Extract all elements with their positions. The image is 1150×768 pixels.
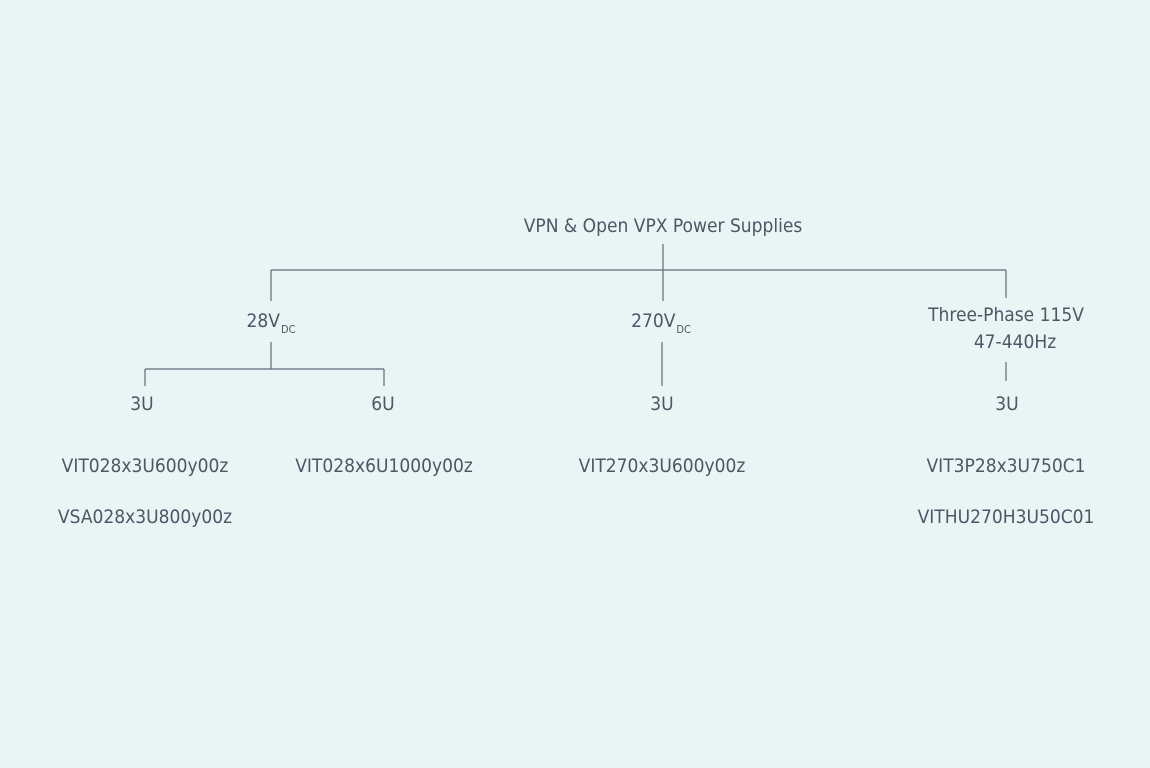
product-part-number: VIT028x6U1000y00z xyxy=(295,455,473,477)
form-270v-3u-label: 3U xyxy=(650,393,674,415)
product-part-number: VIT270x3U600y00z xyxy=(578,455,746,477)
form-3phase-3u-label: 3U xyxy=(995,393,1019,415)
voltage-subscript: DC xyxy=(280,323,296,336)
voltage-value: 28V xyxy=(246,310,280,332)
voltage-subscript: DC xyxy=(676,323,691,336)
root-title: VPN & Open VPX Power Supplies xyxy=(523,215,803,237)
branch-3phase-label-line2: 47-440Hz xyxy=(973,331,1057,353)
form-28v-3u-label: 3U xyxy=(130,393,154,415)
voltage-value: 270V xyxy=(631,310,676,332)
product-part-number: VSA028x3U800y00z xyxy=(57,506,233,528)
branch-28v-label: 28VDC xyxy=(247,309,296,342)
branch-270v-label: 270VDC xyxy=(631,309,691,342)
branch-3phase-label-line1: Three-Phase 115V xyxy=(928,304,1084,326)
product-part-number: VITHU270H3U50C01 xyxy=(917,506,1095,528)
form-28v-6u-label: 6U xyxy=(371,393,395,415)
product-part-number: VIT028x3U600y00z xyxy=(61,455,229,477)
product-part-number: VIT3P28x3U750C1 xyxy=(926,455,1086,477)
